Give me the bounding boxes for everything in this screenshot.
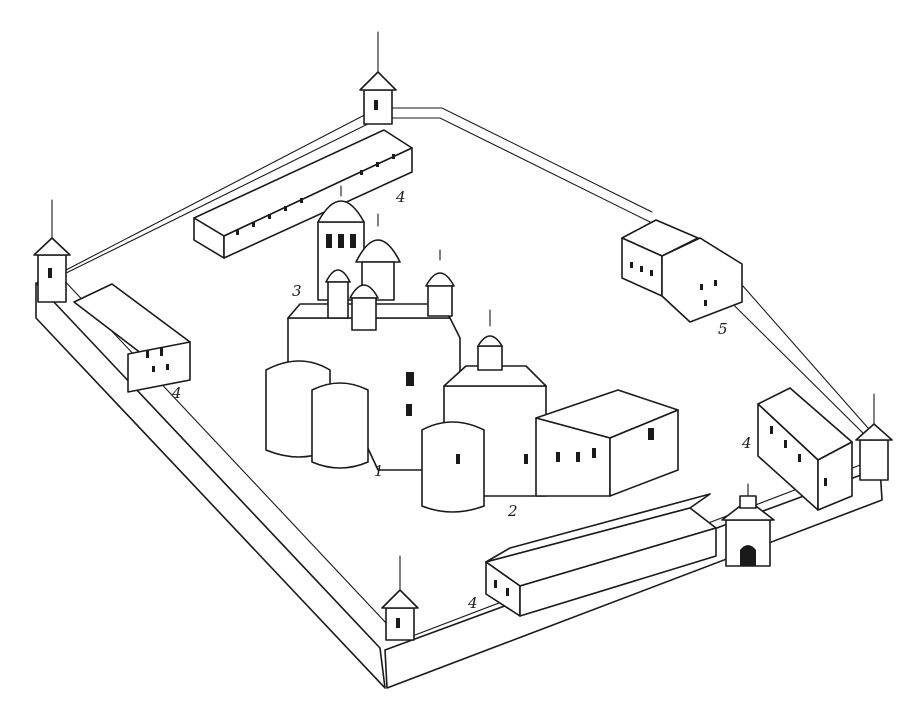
- cells-east: [757, 387, 853, 511]
- refectory-church: [421, 309, 679, 513]
- cathedral: [265, 213, 461, 471]
- number-labels: 1 2 3 4 4 4 4 5: [171, 188, 752, 612]
- label-cells-east: 4: [741, 434, 752, 452]
- cells-south: [485, 493, 717, 617]
- gate: [721, 483, 775, 567]
- house-ne: [621, 219, 743, 323]
- label-refectory-church: 2: [507, 502, 518, 520]
- label-cells-south: 4: [467, 594, 478, 612]
- label-house-ne: 5: [718, 320, 728, 338]
- tower-south: [381, 555, 419, 641]
- tower-north: [359, 31, 397, 125]
- label-cells-west: 4: [171, 384, 182, 402]
- label-cells-north: 4: [395, 188, 406, 206]
- cells-north: [193, 129, 413, 259]
- tower-east: [855, 393, 893, 481]
- tower-west: [33, 199, 71, 303]
- label-cathedral: 1: [374, 462, 384, 480]
- cells-west: [73, 283, 191, 393]
- label-bell-tower: 3: [292, 282, 302, 300]
